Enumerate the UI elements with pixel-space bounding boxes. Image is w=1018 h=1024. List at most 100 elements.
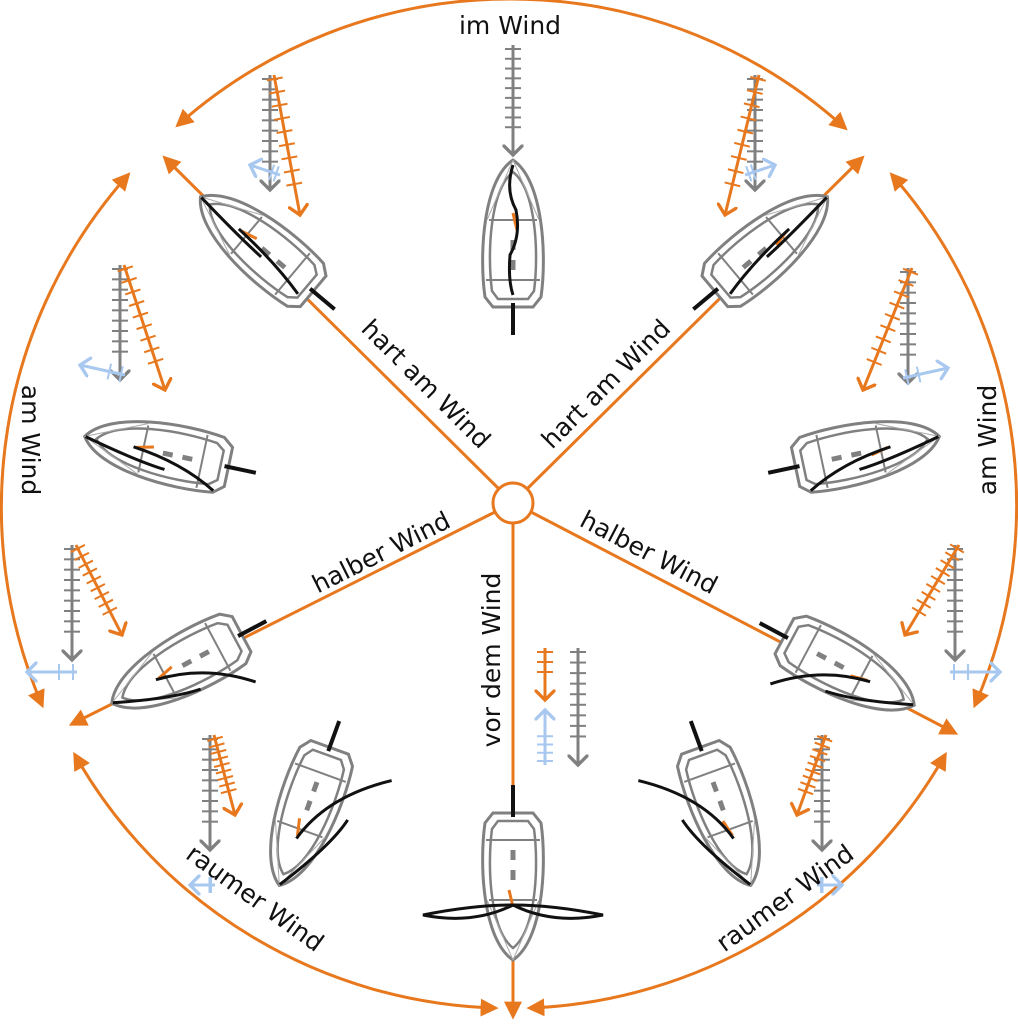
apparent-wind-arrow-tick [128,300,145,307]
label-hart-am-wind-right: hart am Wind [536,314,676,454]
boat-jib [422,903,514,920]
label-im-wind: im Wind [459,11,561,40]
apparent-wind-arrow-tick [935,567,951,578]
boat-stay [200,196,231,256]
boat-am-left [82,420,257,494]
apparent-wind-arrow-tick [70,544,86,554]
boat-centerboard [275,259,287,270]
boat-stay [873,653,915,706]
apparent-wind-arrow-tick [940,559,955,570]
boat-centerboard [850,450,862,458]
arc-lower-left [73,751,499,1017]
apparent-wind-arrow-tick [746,89,763,95]
boats [82,158,942,962]
apparent-wind-arrow-tick [274,115,291,121]
apparent-wind-arrow-tick [944,551,960,562]
apparent-wind-arrow-tick [804,768,821,776]
boat-sail [728,227,791,295]
boat-hull [700,193,829,309]
wind-arrows-hart-left [250,74,302,215]
apparent-wind-arrow-tick [82,567,98,577]
wind-arrows-im [505,45,521,155]
apparent-wind-arrow-tick [870,346,887,355]
apparent-wind-arrow-tick [911,606,927,617]
boat-tiller [224,464,257,475]
apparent-wind-arrow-tick [283,168,300,174]
boat-jib [681,819,752,886]
apparent-wind-arrow [74,544,122,635]
headwind-arrow-tick [904,369,910,386]
label-am-wind-left: am Wind [16,385,45,495]
headwind-arrow [250,165,281,175]
boat-stay [512,159,540,221]
headwind-arrow-tick [745,165,753,182]
wind-arrows-raum-left [190,734,237,893]
boat-sail [638,779,735,840]
boat-deck [488,819,538,950]
boat-jib [824,689,914,707]
apparent-wind-arrow-tick [949,543,965,554]
apparent-wind-arrow-tick [269,89,286,95]
apparent-wind-arrow [797,734,828,815]
apparent-wind-arrow-tick [880,324,896,333]
boat-centerboard [260,246,272,257]
boat-im-wind [481,158,545,335]
boat-mast [295,818,302,836]
boat-raum-right [638,720,761,888]
apparent-wind-arrow-tick [737,128,754,135]
boat-stay [486,159,514,221]
apparent-wind-arrow-tick [921,590,936,601]
apparent-wind-arrow-tick [797,787,814,796]
apparent-wind-arrow [212,734,235,815]
boat-stay [486,899,514,961]
boat-stay [84,435,139,475]
apparent-wind-arrow-tick [930,575,946,586]
boat-thwart [683,762,736,783]
boat-centerboard [304,800,313,812]
boat-stay [84,422,149,437]
arc-upper-left [0,172,131,709]
boat-hart-right [692,193,829,311]
boat-thwart [204,622,232,672]
apparent-wind-arrow-tick [215,768,232,775]
boat-jib [200,196,263,258]
apparent-wind-arrow-tick [220,788,237,795]
boat-sail [769,673,871,686]
headwind-arrow [80,365,126,375]
boat-tiller [692,287,720,311]
boat-jib [112,687,202,705]
apparent-wind-arrow-tick [74,551,90,561]
headwind-arrow [902,368,948,378]
boat-thwart [707,819,754,839]
boat-stay [512,899,540,961]
apparent-wind-arrow-tick [893,290,910,299]
wind-arrows-halber-left [27,544,122,680]
boat-centerboard [717,800,726,812]
boat-sail [133,445,215,492]
boat-tiller [237,619,268,638]
center-circle [491,481,535,525]
wind-arrows [27,45,1000,893]
apparent-wind-arrow-tick [740,115,757,122]
boat-tiller [767,464,800,475]
boat-stay [111,651,153,704]
boat-jib [859,435,940,471]
apparent-wind-arrow-tick [743,102,760,109]
boat-thwart [849,655,874,699]
apparent-wind-arrow-tick [208,742,225,749]
apparent-wind-arrow-tick [147,357,164,365]
apparent-wind-arrow-tick [210,748,227,755]
boat-centerboard [311,781,320,793]
apparent-wind-arrow-tick [136,323,153,331]
apparent-wind-arrow-tick [730,155,747,161]
boat-centerboard [756,246,768,257]
apparent-wind-arrow-tick [916,598,932,609]
boat-thwart [717,252,754,296]
boat-thwart [274,252,311,296]
apparent-wind-arrow-tick [925,582,941,593]
apparent-wind-arrow-tick [143,346,160,354]
boat-thwart [294,762,347,783]
boat-stay [764,196,828,216]
